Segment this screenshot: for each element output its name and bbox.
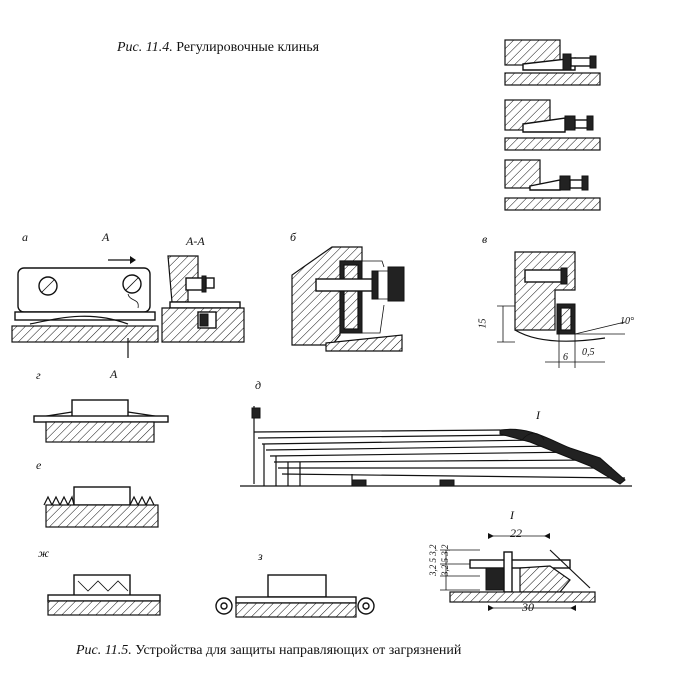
figure-11-4-number: Рис. 11.4.	[117, 40, 173, 55]
drawing-z-telescopic	[215, 574, 375, 618]
dim-v-gap: 0,5	[582, 347, 595, 358]
drawing-section-a-a	[161, 255, 245, 343]
section-arrow-bottom: А	[110, 367, 118, 381]
figure-11-5-title: Устройства для защиты направляющих от за…	[135, 643, 462, 658]
detail-title: I	[510, 508, 514, 522]
drawing-d-telescopic-cover	[240, 406, 632, 487]
detail-mark: I	[536, 408, 540, 422]
drawing-b-seal	[291, 246, 405, 352]
dim-v-height: 15	[477, 318, 489, 329]
dim-detail-vert-2: 3,2 5 3,2	[440, 544, 450, 577]
drawing-e-felt	[43, 486, 159, 528]
dim-detail-vert: 3,2 5 3,2	[428, 544, 438, 577]
figure-11-4-title: Регулировочные клинья	[176, 40, 320, 55]
dim-detail-top: 22	[510, 526, 522, 540]
drawing-v-scraper	[497, 251, 626, 368]
dim-detail-bottom: 30	[522, 600, 534, 614]
label-d: д	[255, 378, 262, 392]
figure-11-5-caption: Рис. 11.5. Устройства для защиты направл…	[76, 643, 461, 659]
label-z: з	[258, 549, 263, 563]
label-a: а	[22, 230, 28, 244]
figure-11-4-caption: Рис. 11.4. Регулировочные клинья	[117, 40, 319, 56]
drawing-g-cover	[33, 399, 169, 443]
wedge-drawing-1	[504, 39, 601, 86]
section-arrow-top: А	[102, 230, 110, 244]
detail-i-seal	[440, 533, 596, 611]
dim-v-angle: 10°	[620, 316, 634, 327]
section-label: А-А	[186, 234, 205, 248]
figure-11-5-number: Рис. 11.5.	[76, 643, 132, 658]
label-e: е	[36, 458, 42, 472]
label-b: б	[290, 230, 297, 244]
label-g: г	[36, 368, 41, 382]
wedge-drawing-3	[504, 159, 601, 211]
label-v: в	[482, 232, 488, 246]
dim-v-width: 6	[563, 352, 568, 363]
drawing-a-slide	[11, 256, 159, 358]
wedge-drawing-2	[504, 99, 601, 151]
drawing-zh-cover	[47, 574, 161, 616]
label-zh: ж	[38, 546, 50, 560]
